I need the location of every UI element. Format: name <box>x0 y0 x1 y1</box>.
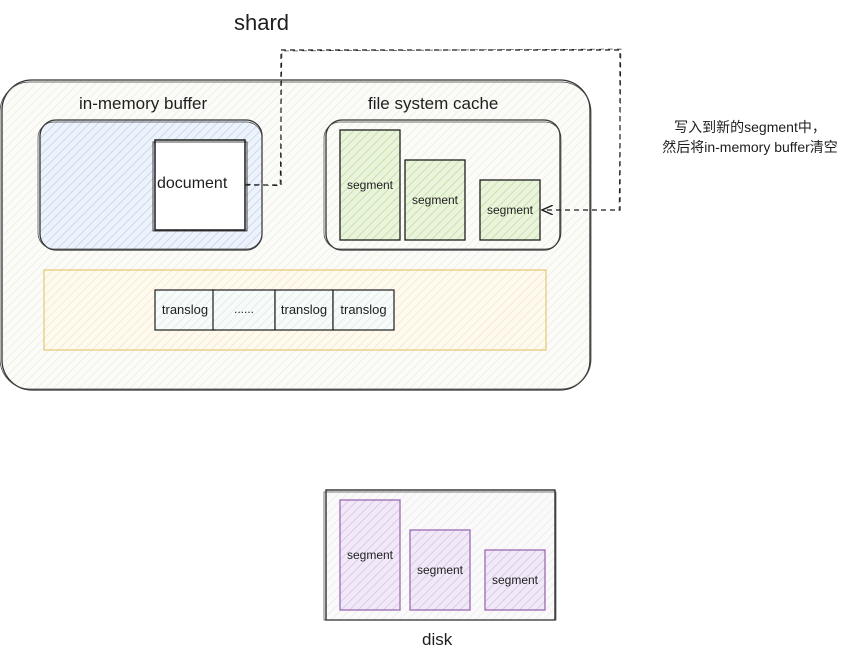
document-label: document <box>157 175 228 192</box>
in-memory-buffer-title: in-memory buffer <box>79 94 208 113</box>
annotation-line-2: 然后将in-memory buffer清空 <box>662 139 838 155</box>
disk-segment-3 <box>484 549 546 611</box>
fs-segment-1 <box>339 129 401 241</box>
fs-segment-3 <box>479 179 541 241</box>
refresh-arrow <box>245 48 622 211</box>
translog-cell-1-label: translog <box>161 302 209 317</box>
annotation-line-1: 写入到新的segment中， <box>674 119 826 135</box>
disk-segment-2-label: segment <box>416 563 464 577</box>
disk-segment-1-label: segment <box>346 548 394 562</box>
disk-segment-3-label: segment <box>491 573 539 587</box>
fs-segment-2-label: segment <box>411 193 459 207</box>
file-system-cache-title: file system cache <box>368 94 499 113</box>
shard-title: shard <box>234 10 290 35</box>
disk-segment-2 <box>409 529 471 611</box>
fs-segment-1-label: segment <box>346 178 394 192</box>
translog-cells <box>154 289 395 331</box>
disk-title: disk <box>422 630 453 649</box>
fs-segment-2 <box>404 159 466 241</box>
translog-cell-2-label: ...... <box>233 302 254 316</box>
disk-segment-1 <box>339 499 401 611</box>
document-box <box>152 139 248 232</box>
translog-cell-4-label: translog <box>340 302 387 317</box>
fs-segment-3-label: segment <box>486 203 534 217</box>
translog-cell-3-label: translog <box>280 302 328 317</box>
